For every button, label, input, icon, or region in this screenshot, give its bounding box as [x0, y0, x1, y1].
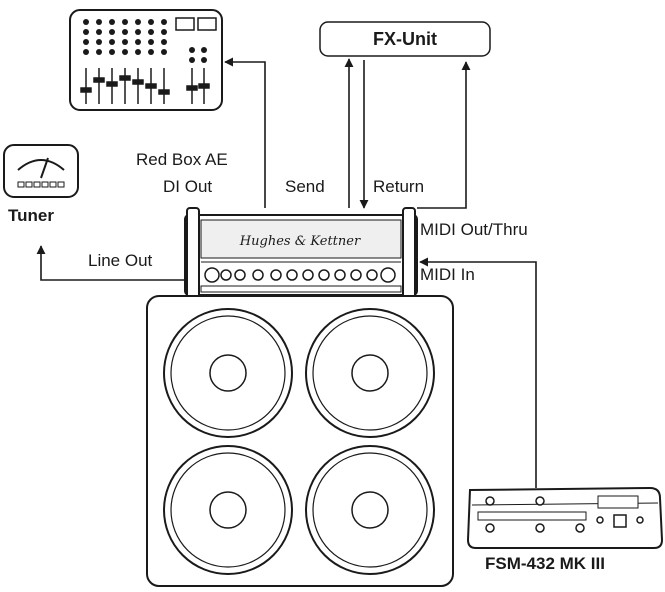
line-out-label: Line Out	[88, 251, 153, 270]
fx-unit-box	[319, 21, 491, 57]
mixer-fader-cap	[158, 89, 170, 95]
amp-knob	[366, 269, 378, 281]
mixer-knob	[135, 39, 141, 45]
line-out-connection	[36, 245, 185, 281]
tuner-label: Tuner	[8, 206, 54, 225]
amp-knob	[234, 269, 246, 281]
mixer-knob	[161, 39, 167, 45]
mixer-fader-cap	[132, 79, 144, 85]
amp-knob	[252, 269, 264, 281]
return-label: Return	[373, 177, 425, 196]
red-box-label-line2: DI Out	[163, 177, 213, 196]
mixer-knob	[122, 19, 128, 25]
mixer-fader-cap	[186, 85, 198, 91]
mixer-knob	[161, 49, 167, 55]
mixer-knob	[96, 29, 102, 35]
amp-knob	[350, 269, 362, 281]
mixer-knob	[96, 49, 102, 55]
mixer-fader-cap	[145, 83, 157, 89]
mixer-fader-cap	[198, 83, 210, 89]
mixer-fader-cap	[80, 87, 92, 93]
mixer-knob	[122, 49, 128, 55]
speaker-cabinet-icon	[146, 295, 454, 587]
amp-knob	[286, 269, 298, 281]
fx-unit-label: FX-Unit	[373, 28, 437, 49]
footswitch-icon	[466, 486, 664, 549]
amp-knob	[204, 267, 220, 283]
mixer-fader-cap	[106, 81, 118, 87]
amp-head-icon: Hughes & Kettner	[184, 207, 418, 299]
speaker-top-left	[163, 308, 293, 438]
mixer-knob	[201, 57, 207, 63]
mixer-knob	[122, 39, 128, 45]
mixer-fader-cap	[93, 77, 105, 83]
mixer-knob	[96, 39, 102, 45]
mixer-knob	[189, 47, 195, 53]
mixer-knob	[148, 49, 154, 55]
mixer-knob	[109, 19, 115, 25]
midi-in-label: MIDI In	[420, 265, 475, 284]
mixer-knob	[122, 29, 128, 35]
fsm-label: FSM-432 MK III	[485, 554, 605, 573]
tuner-icon	[3, 144, 79, 198]
connections	[36, 57, 537, 488]
mixer-knob	[135, 19, 141, 25]
speaker-top-right	[305, 308, 435, 438]
mixer-knob	[189, 57, 195, 63]
amp-knob	[220, 269, 232, 281]
mixer-knob	[96, 19, 102, 25]
speaker-bottom-left	[163, 445, 293, 575]
amp-knob	[302, 269, 314, 281]
amp-knob	[380, 267, 396, 283]
mixer-knob	[135, 29, 141, 35]
mixer-knob	[148, 19, 154, 25]
amp-logo: Hughes & Kettner	[239, 234, 361, 249]
mixer-knob	[109, 49, 115, 55]
speaker-bottom-right	[305, 445, 435, 575]
mixer-knob	[83, 49, 89, 55]
amp-knob	[334, 269, 346, 281]
mixer-icon	[69, 9, 223, 111]
midi-in-connection	[419, 257, 537, 488]
mixer-knob	[161, 29, 167, 35]
mixer-knob	[201, 47, 207, 53]
mixer-knob	[148, 39, 154, 45]
midi-out-connection	[417, 61, 471, 209]
amp-knob	[318, 269, 330, 281]
midi-out-thru-label: MIDI Out/Thru	[420, 220, 528, 239]
red-box-label-line1: Red Box AE	[136, 150, 228, 169]
mixer-fader-cap	[119, 75, 131, 81]
mixer-knob	[109, 39, 115, 45]
mixer-knob	[148, 29, 154, 35]
mixer-knob	[83, 29, 89, 35]
mixer-knob	[161, 19, 167, 25]
amp-knob	[270, 269, 282, 281]
mixer-knob	[109, 29, 115, 35]
red-box-connection	[224, 57, 266, 208]
send-label: Send	[285, 177, 325, 196]
mixer-knob	[135, 49, 141, 55]
mixer-knob	[83, 19, 89, 25]
mixer-knob	[83, 39, 89, 45]
